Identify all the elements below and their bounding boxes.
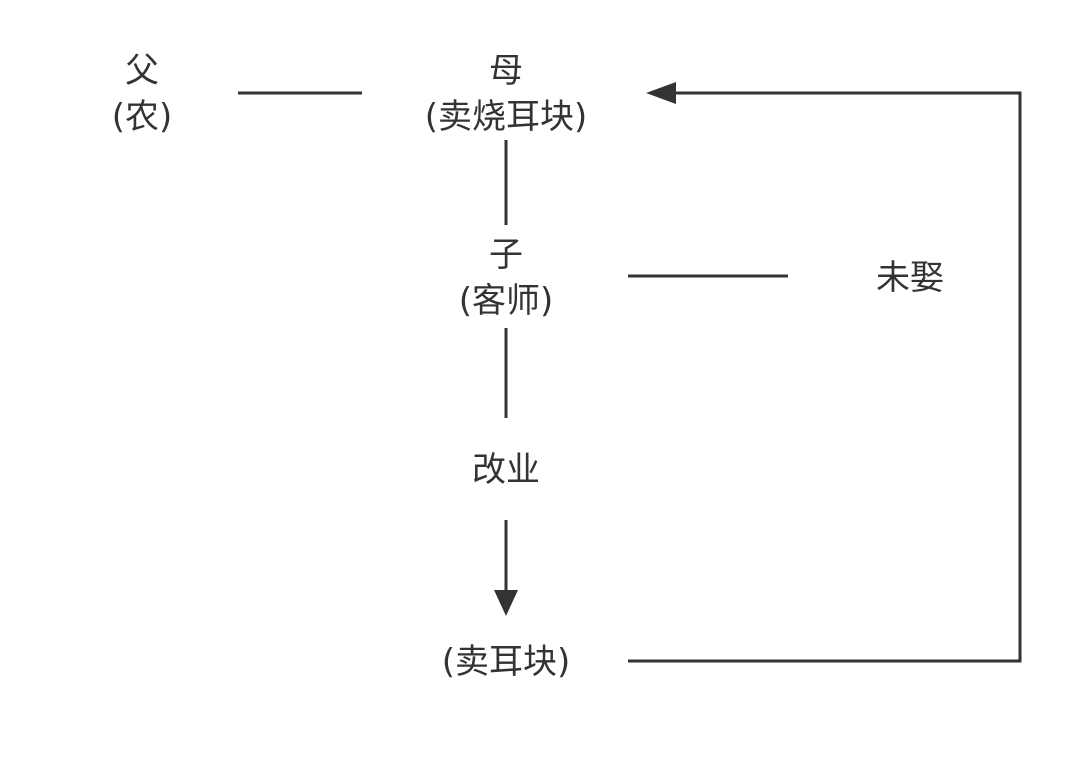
son-node: 子 (客师) xyxy=(459,232,554,324)
unmarried-node: 未娶 xyxy=(876,258,944,298)
result-mother-arrowhead xyxy=(646,82,676,104)
son-role: (客师) xyxy=(458,281,554,321)
result-node: (卖耳块) xyxy=(441,642,571,682)
result-mother-loop-line xyxy=(628,91,1022,663)
mother-role: (卖烧耳块) xyxy=(424,97,588,137)
change-result-arrowhead xyxy=(494,590,518,616)
father-label: 父 xyxy=(125,51,159,91)
mother-label: 母 xyxy=(489,51,523,91)
mother-node: 母 (卖烧耳块) xyxy=(425,48,588,140)
son-label: 子 xyxy=(489,235,523,275)
change-career-node: 改业 xyxy=(472,450,540,490)
father-node: 父 (农) xyxy=(112,48,173,140)
father-role: (农) xyxy=(111,97,173,137)
